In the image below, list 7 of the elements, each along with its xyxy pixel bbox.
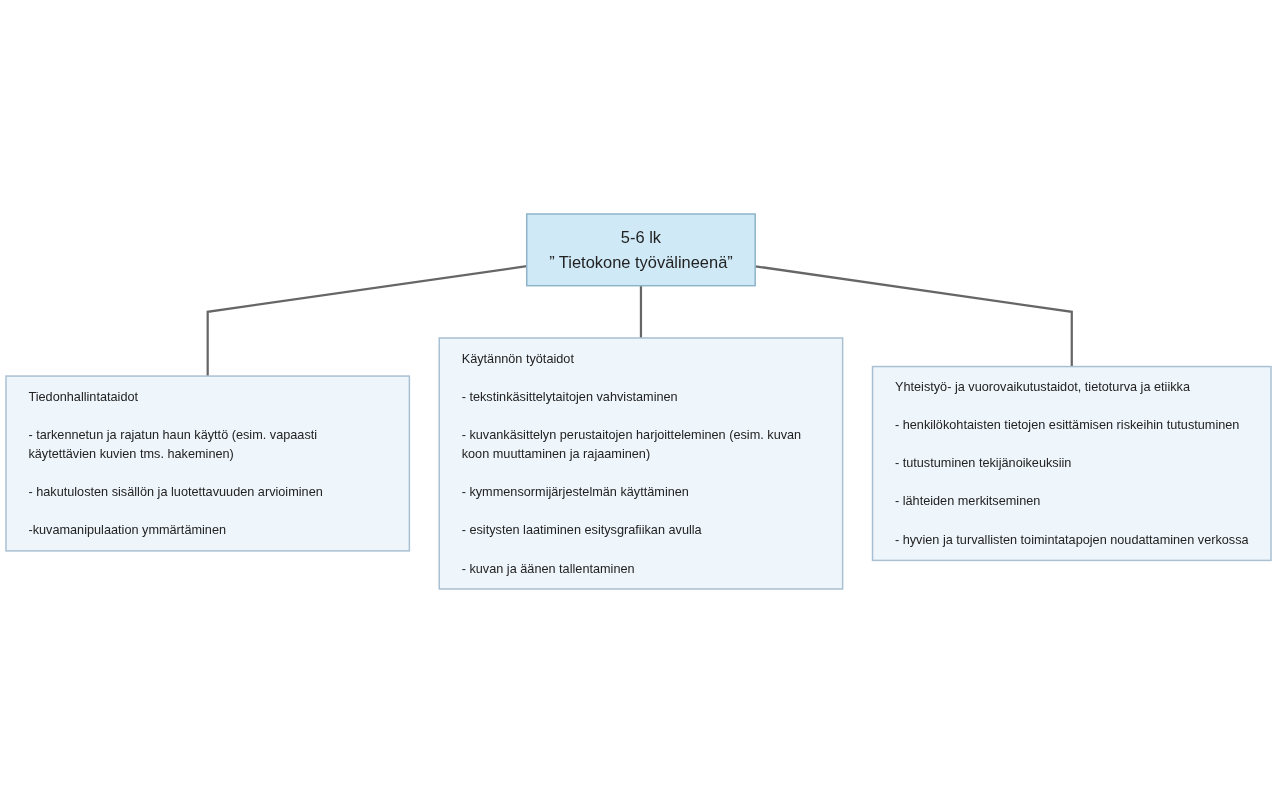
node-box: Yhteistyö- ja vuorovaikutustaidot, tietoturva ja etiikka - henkilökohtaisten tietojen esittämisen riskeihin tutustuminen - tutustuminen tekijänoikeuksiin - lähteiden merkitseminen - hyvien ja turvallisten toimintatapojen noudattaminen verkossa bbox=[871, 365, 1272, 562]
node-box: 5-6 lk ” Tietokone työvälineenä” bbox=[525, 213, 756, 287]
connector bbox=[206, 265, 527, 377]
connector bbox=[639, 285, 643, 338]
connector bbox=[755, 265, 1073, 367]
node-box: Tiedonhallintataidot - tarkennetun ja rajatun haun käyttö (esim. vapaasti käytettävien kuvien tms. hakeminen) - hakutulosten sisällön ja luotettavuuden arvioiminen -kuvamanipulaation ymmärtäminen bbox=[5, 375, 411, 552]
node-box: Käytännön työtaidot - tekstinkäsittelytaitojen vahvistaminen - kuvankäsittelyn perustaitojen harjoitteleminen (esim. kuvan koon muuttaminen ja rajaaminen) - kymmensormijärjestelmän käyttäminen - esitysten laatiminen esitysgrafiikan avulla - kuvan ja äänen tallentaminen bbox=[438, 337, 844, 590]
